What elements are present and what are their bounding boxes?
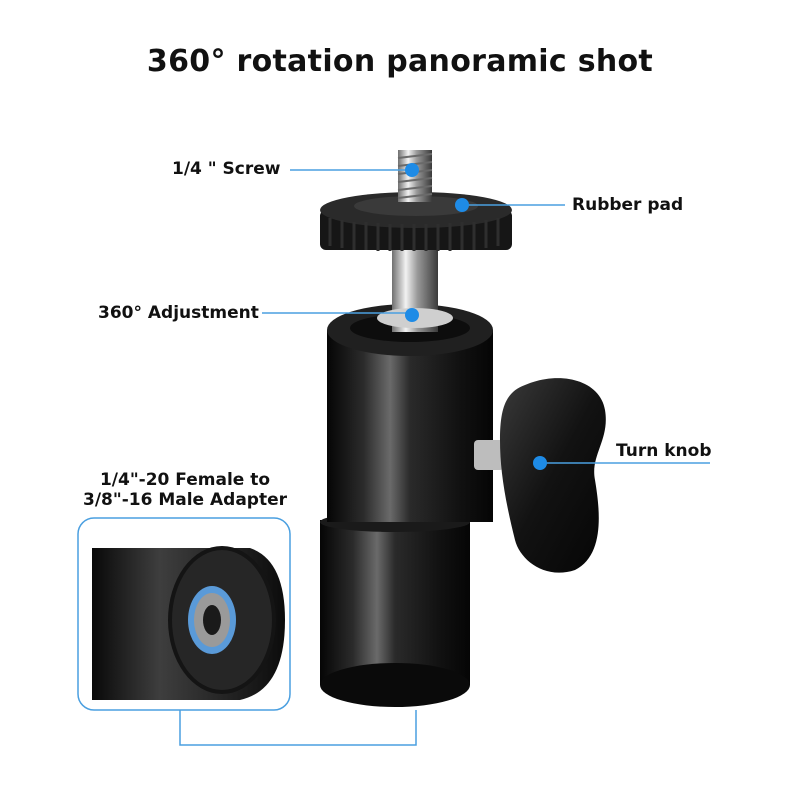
knob-stem — [474, 440, 504, 470]
label-adjustment: 360° Adjustment — [98, 303, 259, 323]
label-adapter: 1/4"-20 Female to 3/8"-16 Male Adapter — [60, 470, 310, 510]
turn-knob-shape — [500, 378, 606, 573]
screw — [397, 150, 433, 202]
label-adapter-line2: 3/8"-16 Male Adapter — [82, 490, 288, 510]
callout-dots — [405, 163, 547, 470]
label-adapter-line1: 1/4"-20 Female to — [99, 470, 271, 490]
label-screw: 1/4 " Screw — [172, 159, 281, 179]
zoom-cylinder — [92, 546, 285, 700]
callouts — [262, 169, 710, 464]
upper-cylinder — [327, 304, 493, 522]
title: 360° rotation panoramic shot — [146, 44, 654, 79]
label-turn-knob: Turn knob — [616, 441, 712, 461]
bracket-line — [179, 710, 417, 746]
label-rubber-pad: Rubber pad — [572, 195, 684, 215]
rubber-pad-wheel — [320, 192, 512, 251]
base-cylinder — [320, 512, 470, 707]
